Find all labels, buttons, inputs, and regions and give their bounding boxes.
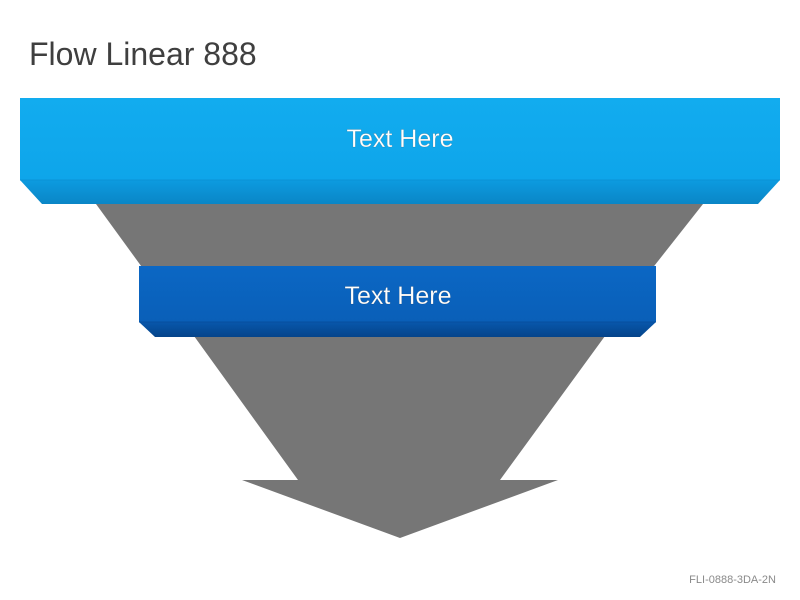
stage-2-band-edge <box>139 322 656 337</box>
funnel-upper-trapezoid <box>96 204 703 270</box>
stage-2-label: Text Here <box>345 282 452 310</box>
stage-1-band-edge <box>20 180 780 204</box>
stage-1-band-face <box>20 98 780 180</box>
funnel-lower-arrow <box>194 336 605 538</box>
stage-2-band: Text Here <box>139 266 656 337</box>
slide-title: Flow Linear 888 <box>29 36 257 72</box>
stage-1-label: Text Here <box>347 125 454 153</box>
stage-2-band-face <box>139 266 656 322</box>
stage-1-band: Text Here <box>20 98 780 204</box>
slide-code: FLI-0888-3DA-2N <box>689 574 776 586</box>
